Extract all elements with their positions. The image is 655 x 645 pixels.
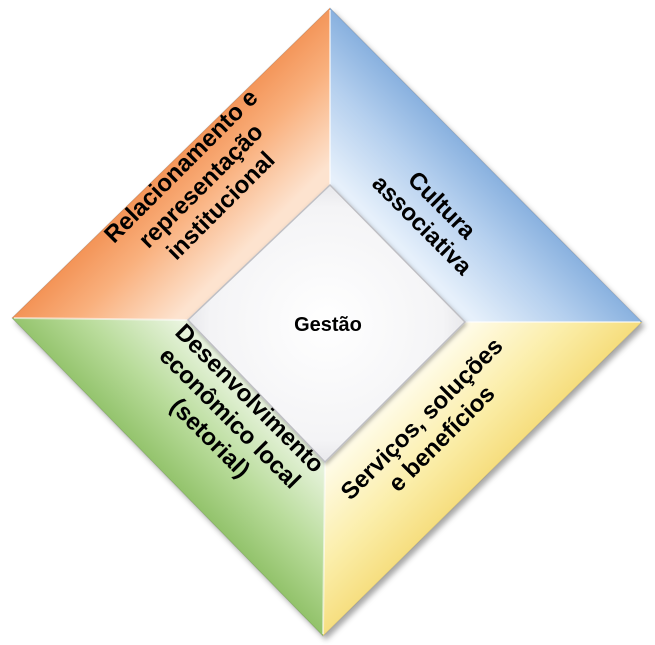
center-square — [186, 183, 467, 464]
quadrant-bottom-right — [323, 322, 642, 636]
quadrant-top-right — [330, 8, 642, 322]
quadrant-top-left — [12, 8, 330, 320]
bevel-seams — [13, 10, 640, 635]
quadrant-bottom-left — [12, 318, 325, 636]
center-label: Gestão — [294, 314, 362, 336]
